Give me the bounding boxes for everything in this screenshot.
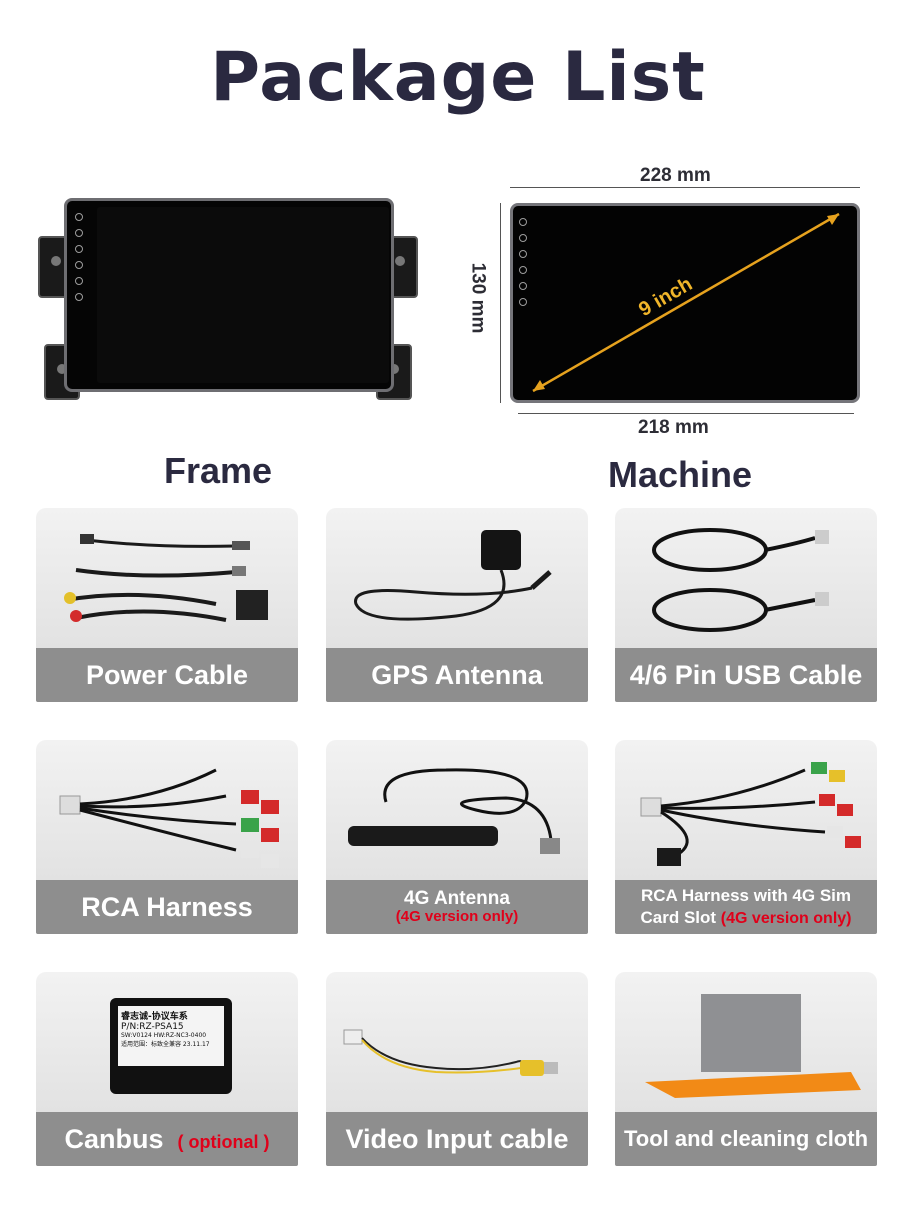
frame-image bbox=[38, 198, 418, 410]
power-icon bbox=[75, 229, 83, 237]
height-dimension-line bbox=[500, 203, 501, 403]
item-card-usb-cable: 4/6 Pin USB Cable bbox=[615, 508, 877, 702]
item-label-band: 4G Antenna (4G version only) bbox=[326, 880, 588, 934]
power-cable-image bbox=[64, 534, 268, 622]
item-label: Video Input cable bbox=[345, 1123, 569, 1154]
back-icon bbox=[75, 261, 83, 269]
item-label: Canbus bbox=[64, 1123, 164, 1154]
item-label: 4G Antenna bbox=[404, 887, 510, 909]
volume-up-icon bbox=[75, 277, 83, 285]
canbus-sticker: 睿志诚-协议车系 P/N:RZ-PSA15 SW:V0124 HW:RZ-NC3… bbox=[118, 1006, 224, 1066]
canbus-sticker-line2: P/N:RZ-PSA15 bbox=[121, 1022, 184, 1032]
item-label-line2: Card Slot (4G version only) bbox=[641, 907, 852, 929]
item-label-band: Canbus ( optional ) bbox=[36, 1112, 298, 1166]
item-label: Tool and cleaning cloth bbox=[623, 1126, 869, 1152]
item-note: (4G version only) bbox=[720, 909, 852, 927]
item-card-power-cable: Power Cable bbox=[36, 508, 298, 702]
item-label: GPS Antenna bbox=[371, 659, 543, 690]
item-label-band: RCA Harness bbox=[36, 880, 298, 934]
machine-image: 228 mm 130 mm 9 inch 218 mm bbox=[467, 165, 870, 445]
canbus-box: 睿志诚-协议车系 P/N:RZ-PSA15 SW:V0124 HW:RZ-NC3… bbox=[110, 998, 232, 1094]
item-label-line2-text: Card Slot bbox=[640, 907, 717, 927]
item-label: Power Cable bbox=[85, 659, 249, 690]
page-title: Package List bbox=[210, 38, 706, 117]
canbus-sticker-line3: SW:V0124 HW:RZ-NC3-0400 bbox=[121, 1032, 207, 1039]
machine-bezel: 9 inch bbox=[510, 203, 860, 403]
height-label: 130 mm bbox=[467, 262, 489, 334]
canbus-sticker-line4: 适用范围：标致全兼容 23.11.17 bbox=[121, 1041, 210, 1048]
item-note: (4G version only) bbox=[395, 908, 519, 926]
home-icon bbox=[75, 245, 83, 253]
back-icon bbox=[519, 266, 527, 274]
item-card-4g-antenna: 4G Antenna (4G version only) bbox=[326, 740, 588, 934]
rca-harness-4g-image bbox=[640, 762, 861, 866]
item-label-band: Power Cable bbox=[36, 648, 298, 702]
volume-down-icon bbox=[519, 298, 527, 306]
item-label-band: RCA Harness with 4G Sim Card Slot (4G ve… bbox=[615, 880, 877, 934]
mic-icon bbox=[519, 218, 527, 226]
machine-label: Machine bbox=[608, 454, 753, 495]
video-input-cable-image bbox=[343, 1029, 558, 1076]
gps-antenna-image bbox=[354, 530, 552, 621]
bottom-width-label: 218 mm bbox=[638, 417, 709, 438]
tool-and-cloth-image bbox=[645, 994, 861, 1098]
item-note: ( optional ) bbox=[177, 1131, 270, 1152]
diagonal-arrow bbox=[532, 212, 840, 393]
item-card-rca-harness: RCA Harness bbox=[36, 740, 298, 934]
item-label-band: GPS Antenna bbox=[326, 648, 588, 702]
rca-harness-image bbox=[59, 768, 279, 868]
canbus-sticker-line1: 睿志诚-协议车系 bbox=[121, 1012, 188, 1022]
4g-antenna-image bbox=[348, 768, 560, 854]
item-card-gps-antenna: GPS Antenna bbox=[326, 508, 588, 702]
item-card-canbus: 睿志诚-协议车系 P/N:RZ-PSA15 SW:V0124 HW:RZ-NC3… bbox=[36, 972, 298, 1166]
frame-label: Frame bbox=[164, 450, 273, 491]
item-card-rca-harness-4g: RCA Harness with 4G Sim Card Slot (4G ve… bbox=[615, 740, 877, 934]
side-button-icons bbox=[75, 213, 89, 301]
item-label-band: Tool and cleaning cloth bbox=[615, 1112, 877, 1166]
item-card-video-input: Video Input cable bbox=[326, 972, 588, 1166]
top-dimension-line bbox=[510, 187, 860, 188]
volume-down-icon bbox=[75, 293, 83, 301]
item-label: RCA Harness bbox=[81, 891, 253, 922]
usb-cable-image bbox=[652, 528, 829, 632]
mic-icon bbox=[75, 213, 83, 221]
item-label-band: Video Input cable bbox=[326, 1112, 588, 1166]
item-card-tool-cloth: Tool and cleaning cloth bbox=[615, 972, 877, 1166]
frame-screen bbox=[97, 207, 389, 383]
side-button-icons bbox=[519, 218, 533, 306]
top-width-label: 228 mm bbox=[640, 165, 711, 186]
item-label-line1: RCA Harness with 4G Sim bbox=[640, 886, 852, 906]
power-icon bbox=[519, 234, 527, 242]
frame-bezel bbox=[64, 198, 394, 392]
canbus-image: 睿志诚-协议车系 P/N:RZ-PSA15 SW:V0124 HW:RZ-NC3… bbox=[36, 972, 298, 1112]
volume-up-icon bbox=[519, 282, 527, 290]
item-label-band: 4/6 Pin USB Cable bbox=[615, 648, 877, 702]
item-label: 4/6 Pin USB Cable bbox=[629, 659, 863, 690]
bottom-dimension-line bbox=[518, 413, 854, 414]
home-icon bbox=[519, 250, 527, 258]
